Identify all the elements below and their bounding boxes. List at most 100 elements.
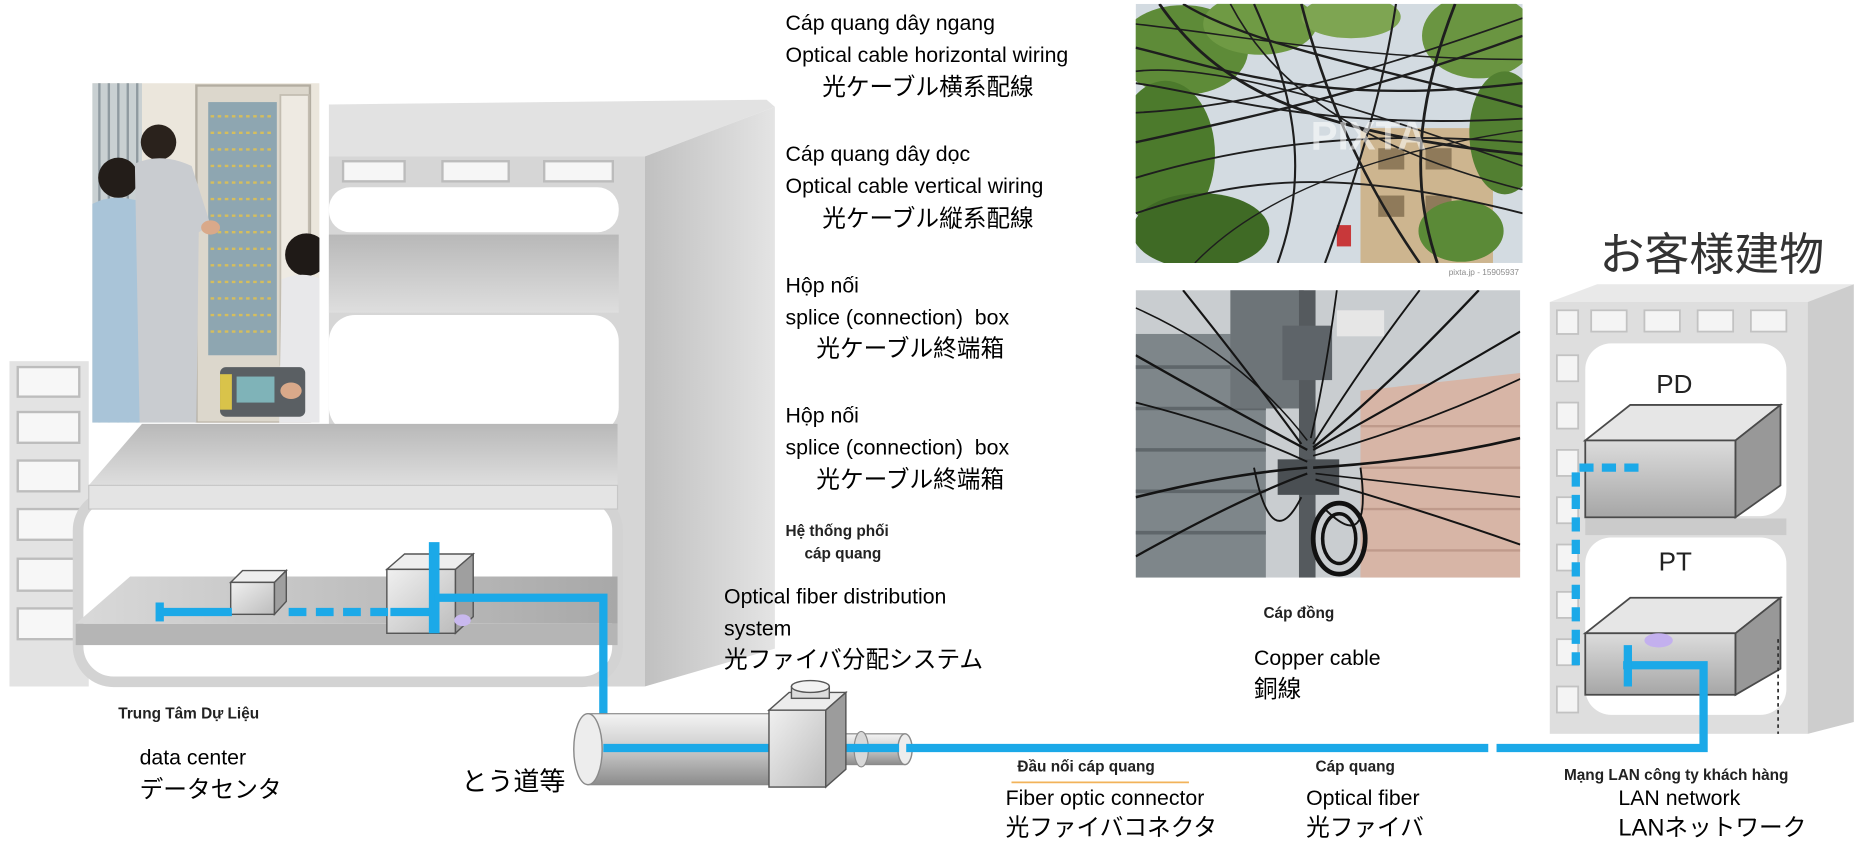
copper-cable-label: Cáp đồng Copper cable 銅線 <box>1254 605 1381 703</box>
foliage <box>1418 200 1504 262</box>
photo-credit: pixta.jp - 15905937 <box>1449 268 1520 277</box>
building-window <box>1378 148 1405 170</box>
horizontal-wiring-en: Optical cable horizontal wiring <box>786 43 1069 67</box>
splice-box-vi: Hộp nối <box>786 274 859 298</box>
distribution-system-en-line2: system <box>724 617 791 641</box>
overhead-wire <box>1135 354 1308 451</box>
splice-box-label-2: Hộp nối splice (connection) box 光ケーブル終端箱 <box>786 404 1010 494</box>
customer-building-top-face <box>1549 284 1854 303</box>
window <box>341 160 406 183</box>
overhead-wire <box>1135 307 1308 441</box>
overhead-wire <box>1135 136 1523 179</box>
tangled-wires <box>1135 290 1521 558</box>
horizontal-wiring-vi: Cáp quang dây ngang <box>786 11 995 35</box>
pt-connector-marker <box>1644 633 1673 648</box>
splice-box-ja: 光ケーブル終端箱 <box>816 335 1004 362</box>
overhead-wire <box>1312 290 1421 445</box>
left-column-windows <box>16 365 81 641</box>
connector-front <box>768 709 827 788</box>
foliage <box>1203 3 1317 55</box>
window <box>16 410 81 444</box>
overhead-wire <box>1253 3 1297 263</box>
foliage <box>1135 80 1215 228</box>
overhead-wire <box>1300 3 1421 263</box>
data-center-vi: Trung Tâm Dự Liệu <box>118 705 259 722</box>
overhead-wire <box>1309 290 1338 439</box>
fiber-drop <box>1496 661 1708 753</box>
window <box>1750 309 1788 333</box>
vertical-wiring-en: Optical cable vertical wiring <box>786 174 1044 198</box>
pd-box-side <box>1734 403 1782 520</box>
overhead-wire <box>1135 17 1523 114</box>
overhead-wire <box>1182 3 1523 108</box>
rooftop-unit <box>1336 310 1385 337</box>
patch-panel-ports <box>210 115 275 333</box>
connector-cap <box>790 679 831 694</box>
overhead-wire <box>1135 472 1308 558</box>
splice-box-ja: 光ケーブル終端箱 <box>816 467 1004 494</box>
building-floor-lines <box>1135 365 1266 535</box>
middle-floor-opening <box>328 315 619 434</box>
customer-fiber <box>1496 463 1708 753</box>
window <box>16 607 81 641</box>
photo-watermark: PIXTA <box>1311 113 1426 158</box>
window <box>16 459 81 493</box>
upper-floor-opening <box>328 187 619 233</box>
pt-box-side <box>1734 595 1782 697</box>
tunnel-label: とう道等 <box>461 767 565 797</box>
data-center-label: Trung Tâm Dự Liệu data center データセンタ <box>118 705 281 803</box>
overhead-wire <box>1324 467 1364 527</box>
tester-accent <box>220 374 232 410</box>
customer-lan-ja: LANネットワーク <box>1618 816 1806 842</box>
distribution-system-ja: 光ファイバ分配システム <box>724 647 983 674</box>
technician-hand <box>201 220 221 235</box>
copper-cable-ja: 銅線 <box>1254 676 1301 703</box>
fiber-connector-vi: Đầu nối cáp quang <box>1017 759 1154 776</box>
splice-box-label-1: Hộp nối splice (connection) box 光ケーブル終端箱 <box>786 274 1010 363</box>
technician-head <box>285 233 320 276</box>
building-right-face <box>644 106 775 687</box>
overhead-wire <box>1135 23 1523 61</box>
overhead-cables-photo-pole <box>1135 290 1521 578</box>
optical-fiber-vi: Cáp quang <box>1316 759 1395 776</box>
overhead-wire <box>1194 129 1523 263</box>
overhead-wire <box>1229 3 1523 191</box>
distribution-system-label: Hệ thống phối cáp quang Optical fiber di… <box>724 523 983 673</box>
middle-floor-slab <box>88 423 618 486</box>
optical-fiber-ja: 光ファイバ <box>1306 815 1424 842</box>
optical-fiber-en: Optical fiber <box>1306 786 1420 810</box>
ground-floor-slab-edge <box>75 623 618 646</box>
overhead-wire <box>1312 378 1521 457</box>
fiber-connector-ja: 光ファイバコネクタ <box>1006 815 1217 842</box>
overhead-wire <box>1313 436 1521 469</box>
window <box>1643 309 1681 333</box>
top-band-windows <box>341 160 614 183</box>
vertical-wiring-vi: Cáp quang dây dọc <box>786 142 971 166</box>
technician-body <box>134 158 211 423</box>
window <box>543 160 614 183</box>
connector-marker <box>454 614 471 627</box>
technician-hand <box>280 382 302 400</box>
distribution-system-vi-line2: cáp quang <box>804 546 881 563</box>
tester-screen <box>236 376 275 403</box>
horizontal-wiring-ja: 光ケーブル横系配線 <box>822 74 1034 101</box>
customer-building: お客様建物 PD PT <box>1549 229 1854 734</box>
foliage <box>1301 3 1401 39</box>
horizontal-wiring-label: Cáp quang dây ngang Optical cable horizo… <box>786 11 1069 101</box>
pipe-end <box>573 712 603 786</box>
building-top-face <box>328 99 775 157</box>
splice-box-vi: Hộp nối <box>786 404 859 428</box>
splice-box-en: splice (connection) box <box>786 305 1010 329</box>
overhead-wire <box>1135 401 1308 463</box>
overhead-wire <box>1315 478 1521 546</box>
copper-cable-vi: Cáp đồng <box>1263 605 1334 622</box>
tangled-wires <box>1135 3 1523 263</box>
pt-box <box>1582 595 1784 697</box>
splice-cube-small <box>228 568 289 617</box>
red-banner <box>1336 225 1352 247</box>
overhead-wire <box>1312 330 1521 451</box>
cable-coil <box>1310 500 1368 577</box>
window <box>1555 449 1580 477</box>
window <box>441 160 510 183</box>
customer-lan-label: LAN network Mạng LAN công ty khách hàng … <box>1564 767 1806 842</box>
